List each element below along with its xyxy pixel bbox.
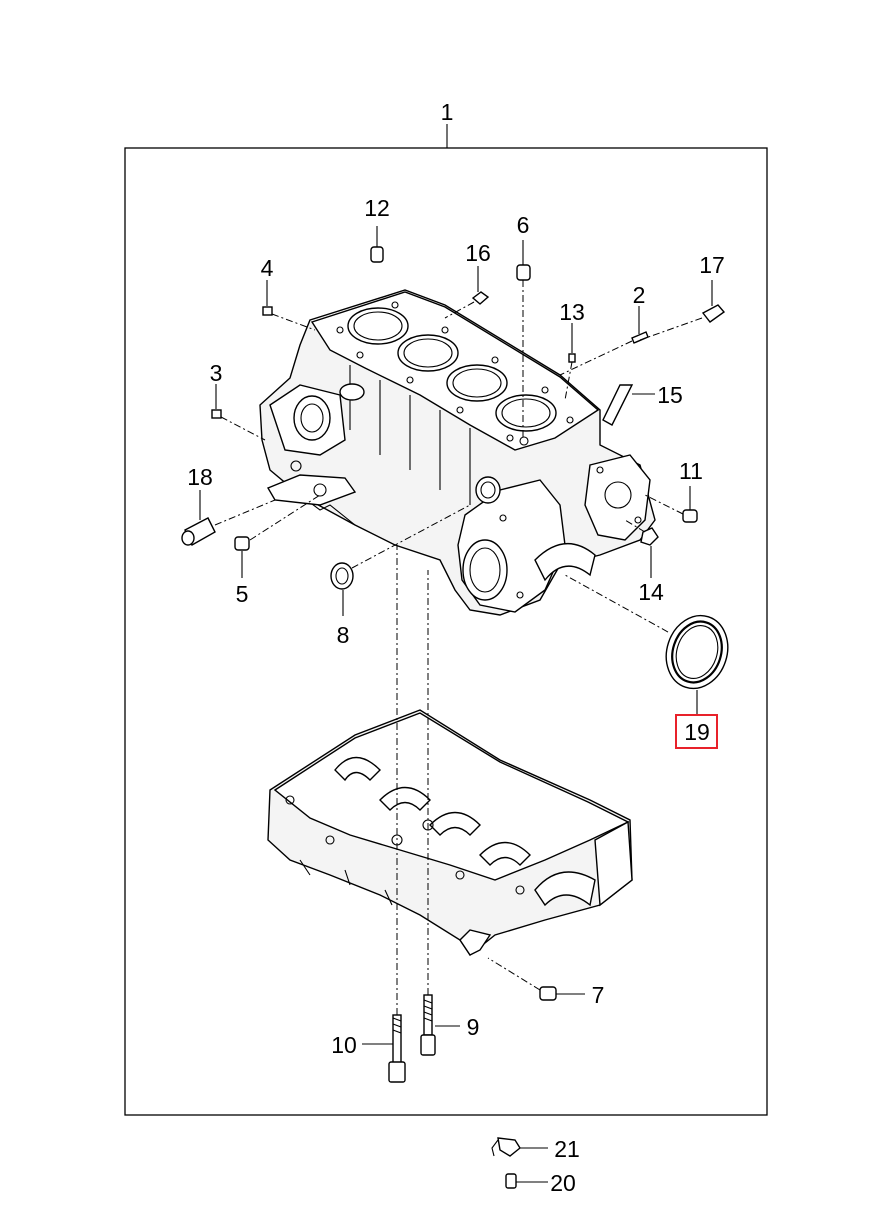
callout-6: 6 <box>517 212 530 238</box>
callout-19: 19 <box>684 719 710 745</box>
part-2-pin <box>559 306 649 376</box>
part-4-pin <box>262 280 316 331</box>
callout-17: 17 <box>699 252 725 278</box>
callout-8: 8 <box>337 622 350 648</box>
callout-13: 13 <box>559 299 585 325</box>
part-5-sleeve <box>234 494 321 578</box>
part-9-bolt <box>420 570 460 1056</box>
callout-15: 15 <box>657 382 683 408</box>
part-3-pin <box>211 384 266 441</box>
part-19-rear-seal <box>564 574 729 714</box>
part-18-sensor <box>181 490 276 546</box>
part-7-dowel <box>487 957 585 1001</box>
part-6-dowel <box>516 240 531 440</box>
part-20-bolt <box>505 1173 548 1189</box>
callout-3: 3 <box>210 360 223 386</box>
callout-5: 5 <box>236 581 249 607</box>
part-12-dowel <box>370 226 384 263</box>
callout-18: 18 <box>187 464 213 490</box>
callout-4: 4 <box>261 255 274 281</box>
part-16-plug <box>444 266 490 319</box>
assembly-frame <box>124 147 768 1116</box>
callout-21: 21 <box>554 1136 580 1162</box>
cylinder-block-upper <box>259 289 656 616</box>
callout-12: 12 <box>364 195 390 221</box>
callout-14: 14 <box>638 579 664 605</box>
part-13-pin <box>564 323 576 401</box>
part-8-seal <box>330 504 471 616</box>
part-10-bolt <box>362 545 406 1083</box>
callout-7: 7 <box>592 982 605 1008</box>
part-21-clip <box>491 1137 548 1157</box>
part-11-dowel <box>644 486 698 523</box>
part-17-sensor <box>639 280 726 341</box>
callout-2: 2 <box>633 282 646 308</box>
callout-20: 20 <box>550 1170 576 1196</box>
callout-10: 10 <box>331 1032 357 1058</box>
lower-crankcase <box>267 709 633 957</box>
part-15-tube <box>602 384 655 426</box>
callout-1: 1 <box>441 99 454 125</box>
callout-19-highlight-box <box>675 714 718 749</box>
part-14-nut <box>624 519 659 578</box>
callout-11: 11 <box>679 458 703 484</box>
callout-9: 9 <box>467 1014 480 1040</box>
callout-16: 16 <box>465 240 491 266</box>
